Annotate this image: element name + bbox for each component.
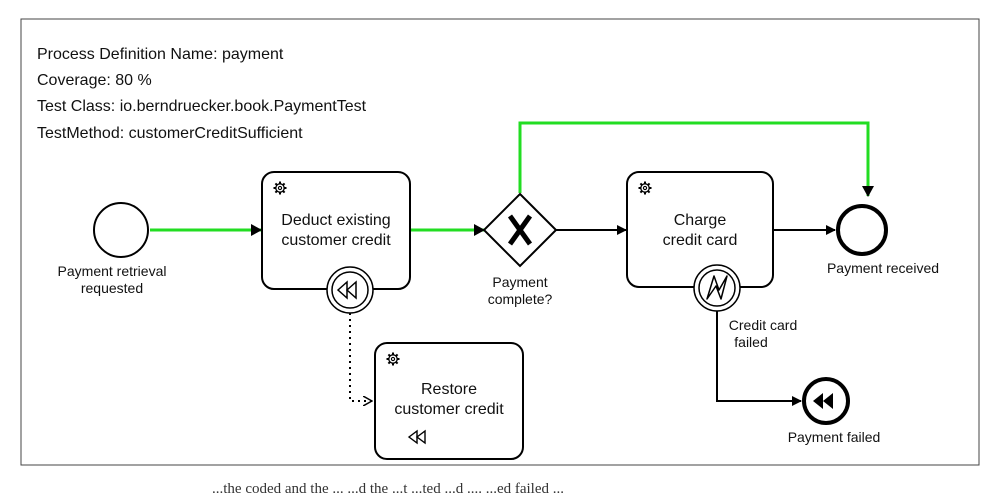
charge-task-label: Charge [674, 212, 727, 229]
gateway-label-2: complete? [488, 291, 553, 307]
restore-credit-task[interactable] [374, 342, 524, 460]
restore-task-label-2: customer credit [394, 401, 504, 418]
gateway-label: Payment [492, 274, 547, 290]
end-event-received[interactable] [836, 204, 888, 256]
test-method-text: TestMethod: customerCreditSufficient [37, 125, 303, 142]
error-event-label: Credit card [729, 317, 797, 333]
x-icon [507, 214, 533, 246]
flow-error-to-failed [716, 309, 802, 406]
compensation-association [349, 313, 372, 401]
charge-credit-card-task[interactable] [626, 171, 774, 288]
flow-gateway-to-received [518, 121, 874, 197]
restore-task-label: Restore [421, 381, 477, 398]
end-received-label: Payment received [827, 260, 939, 276]
start-event-label: Payment retrieval [58, 263, 167, 279]
compensation-icon [407, 429, 426, 445]
deduct-task-label: Deduct existing [281, 212, 390, 229]
compensation-boundary-event[interactable] [326, 266, 374, 314]
compensation-icon [813, 393, 833, 409]
lightning-icon [706, 275, 728, 300]
error-boundary-event[interactable] [693, 264, 741, 312]
charge-task-label-2: credit card [663, 232, 738, 249]
start-event[interactable] [93, 202, 149, 258]
deduct-task-label-2: customer credit [281, 232, 391, 249]
exclusive-gateway[interactable] [482, 192, 558, 268]
process-definition-name: Process Definition Name: payment [37, 46, 284, 63]
test-class-text: Test Class: io.berndruecker.book.Payment… [37, 98, 367, 115]
end-failed-label: Payment failed [788, 429, 881, 445]
end-event-failed[interactable] [802, 377, 850, 425]
start-event-label-2: requested [81, 280, 143, 296]
error-event-label-2: failed [734, 334, 767, 350]
compensation-icon [336, 280, 357, 300]
coverage-text: Coverage: 80 % [37, 72, 152, 89]
figure-caption: ...the coded and the ... ...d the ...t .… [212, 481, 564, 497]
